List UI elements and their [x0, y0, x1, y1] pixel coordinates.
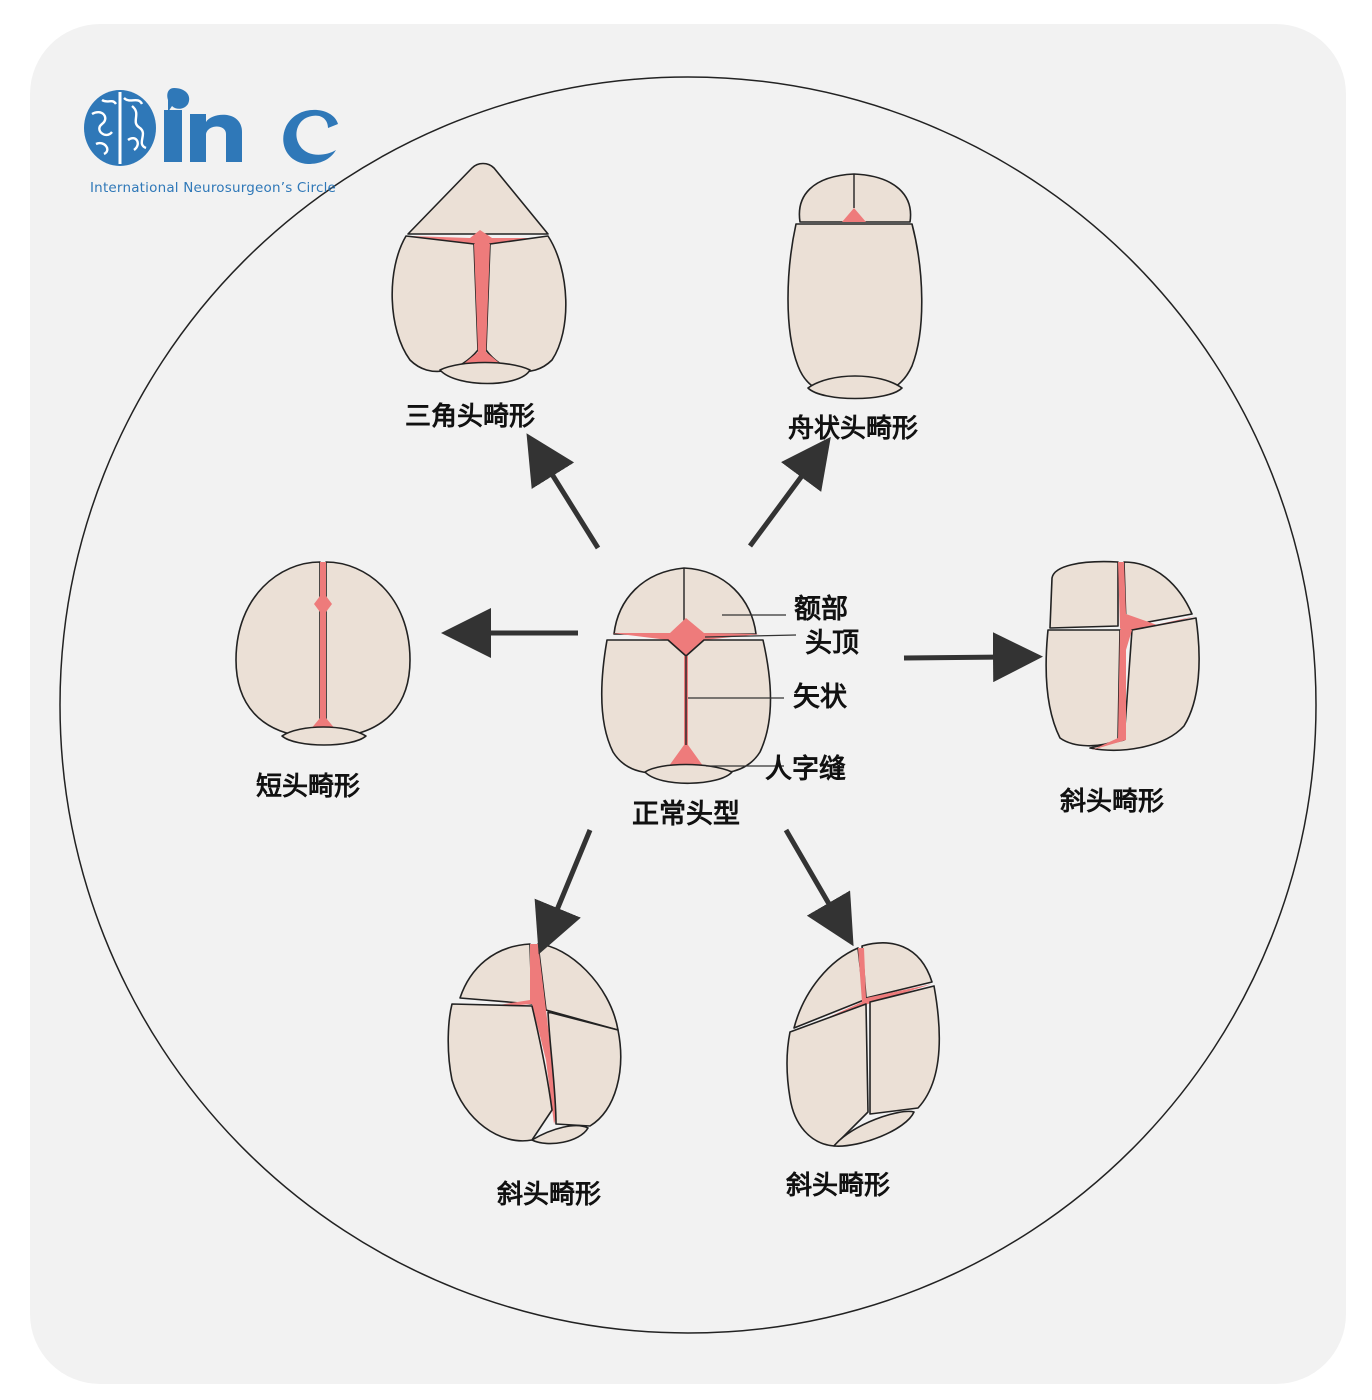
label-normal-head: 正常头型	[632, 799, 740, 830]
label-coronal: 头顶	[805, 628, 859, 659]
logo-tagline: International Neurosurgeon’s Circle	[90, 180, 337, 196]
skull-brachycephaly	[235, 561, 411, 746]
skull-scaphocephaly	[787, 173, 923, 400]
skull-plagiocephaly-bottom-right	[786, 942, 941, 1147]
skull-trigonocephaly	[391, 162, 567, 385]
arrow-to-plagiocephaly-bottom-right	[783, 828, 854, 947]
inc-logo	[84, 88, 338, 166]
outer-circle	[59, 76, 1317, 1334]
label-plagiocephaly-right: 斜头畸形	[1059, 787, 1164, 817]
arrow-to-plagiocephaly-bottom-left	[534, 829, 593, 955]
arrow-to-trigonocephaly	[526, 433, 601, 550]
label-sagittal: 矢状	[793, 681, 848, 713]
arrow-to-scaphocephaly	[747, 436, 831, 548]
label-lambdoid: 人字缝	[765, 753, 846, 785]
label-scaphocephaly: 舟状头畸形	[788, 414, 918, 444]
skull-plagiocephaly-right	[1045, 560, 1200, 751]
label-plagiocephaly-bottom-left: 斜头畸形	[496, 1180, 601, 1210]
label-brachycephaly: 短头畸形	[256, 772, 360, 802]
brain-icon	[84, 90, 156, 166]
label-trigonocephaly: 三角头畸形	[405, 401, 535, 432]
skull-normal	[600, 567, 772, 785]
label-plagiocephaly-bottom-right: 斜头畸形	[785, 1171, 890, 1201]
arrow-to-plagiocephaly-right	[903, 632, 1043, 683]
skull-plagiocephaly-bottom-left	[447, 943, 622, 1145]
label-frontal: 额部	[794, 593, 848, 625]
